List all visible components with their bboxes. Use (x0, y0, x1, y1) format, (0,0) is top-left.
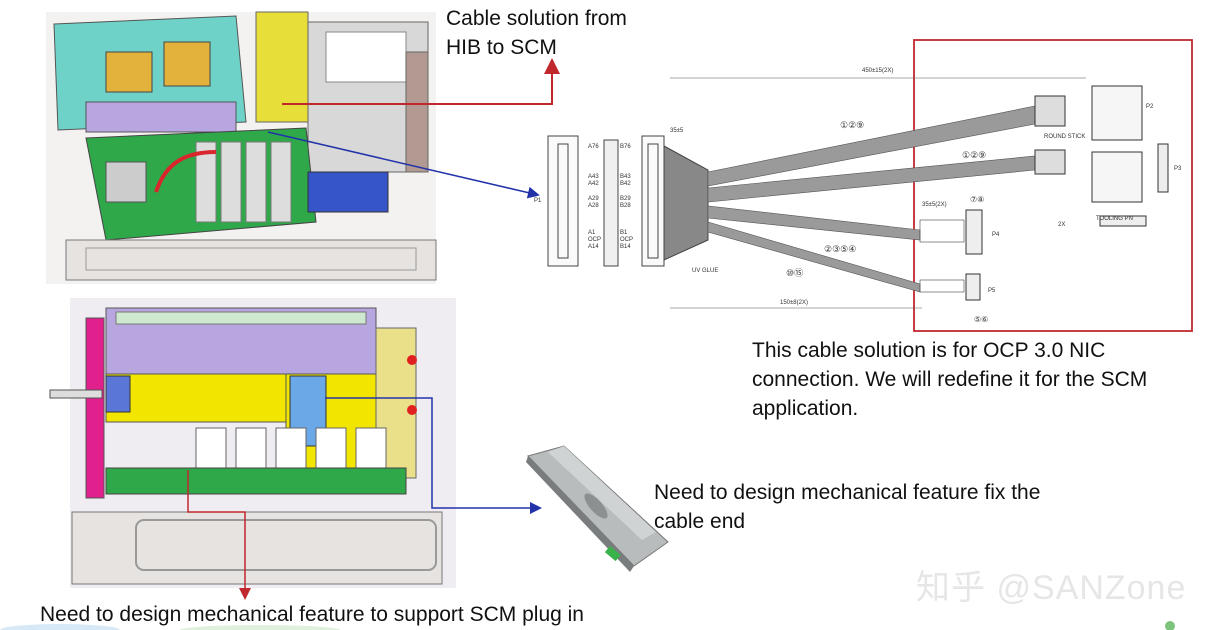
svg-text:OCP: OCP (588, 237, 601, 243)
svg-text:①②⑨: ①②⑨ (840, 120, 864, 130)
cable-end-arrow (325, 397, 542, 514)
watermark: 知乎 @SANZone (916, 569, 1187, 607)
cable-drawing: P1 A76 B76 A43 A42 B43 B42 A29 A28 B29 B… (534, 39, 1193, 332)
svg-text:A76: A76 (588, 144, 599, 150)
svg-text:35±5(2X): 35±5(2X) (922, 202, 947, 208)
svg-text:B28: B28 (620, 203, 631, 209)
ocp-nic-callout: This cable solution is for OCP 3.0 NIC c… (752, 339, 1148, 420)
length-dim: 450±15(2X) (862, 68, 893, 74)
svg-text:ROUND STICK: ROUND STICK (1044, 134, 1085, 140)
chassis-bottom-illustration (49, 298, 456, 588)
svg-text:A42: A42 (588, 181, 599, 187)
chassis-to-drawing-line (267, 131, 540, 199)
svg-text:B29: B29 (620, 196, 631, 202)
highlight-frame (913, 39, 1193, 332)
svg-text:⑦⑧: ⑦⑧ (970, 195, 984, 204)
svg-text:P4: P4 (992, 232, 1000, 238)
svg-text:P5: P5 (988, 288, 996, 294)
svg-text:⑩⑮: ⑩⑮ (786, 268, 803, 278)
hib-scm-arrow (282, 58, 560, 105)
svg-text:UV GLUE: UV GLUE (692, 268, 718, 274)
scm-plug-arrow (187, 470, 251, 600)
length-short-dim: 150±8(2X) (780, 300, 808, 306)
svg-text:B1: B1 (620, 230, 628, 236)
p1-label: P1 (534, 198, 542, 204)
svg-text:②③⑤④: ②③⑤④ (824, 244, 856, 254)
svg-text:TOOLING PN: TOOLING PN (1096, 216, 1133, 222)
svg-text:P3: P3 (1174, 166, 1182, 172)
svg-text:A29: A29 (588, 196, 599, 202)
svg-text:OCP: OCP (620, 237, 633, 243)
cable-solution-callout: Cable solution from HIB to SCM (446, 7, 627, 59)
slide-footer-decoration (0, 621, 1175, 630)
scm-module-illustration (526, 445, 669, 572)
svg-text:P2: P2 (1146, 104, 1154, 110)
svg-text:A1: A1 (588, 230, 596, 236)
svg-text:B76: B76 (620, 144, 631, 150)
svg-text:B14: B14 (620, 244, 631, 250)
support-scm-plug-callout: Need to design mechanical feature to sup… (40, 603, 584, 626)
svg-text:①②⑨: ①②⑨ (962, 150, 986, 160)
svg-text:⑤⑥: ⑤⑥ (974, 315, 988, 324)
svg-text:A14: A14 (588, 244, 599, 250)
svg-text:A28: A28 (588, 203, 599, 209)
svg-text:A43: A43 (588, 174, 599, 180)
fix-cable-end-callout: Need to design mechanical feature fix th… (654, 481, 1041, 533)
chassis-top-illustration (46, 11, 437, 284)
svg-text:B42: B42 (620, 181, 631, 187)
svg-text:2X: 2X (1058, 222, 1065, 228)
svg-text:B43: B43 (620, 174, 631, 180)
svg-text:35±5: 35±5 (670, 128, 684, 134)
